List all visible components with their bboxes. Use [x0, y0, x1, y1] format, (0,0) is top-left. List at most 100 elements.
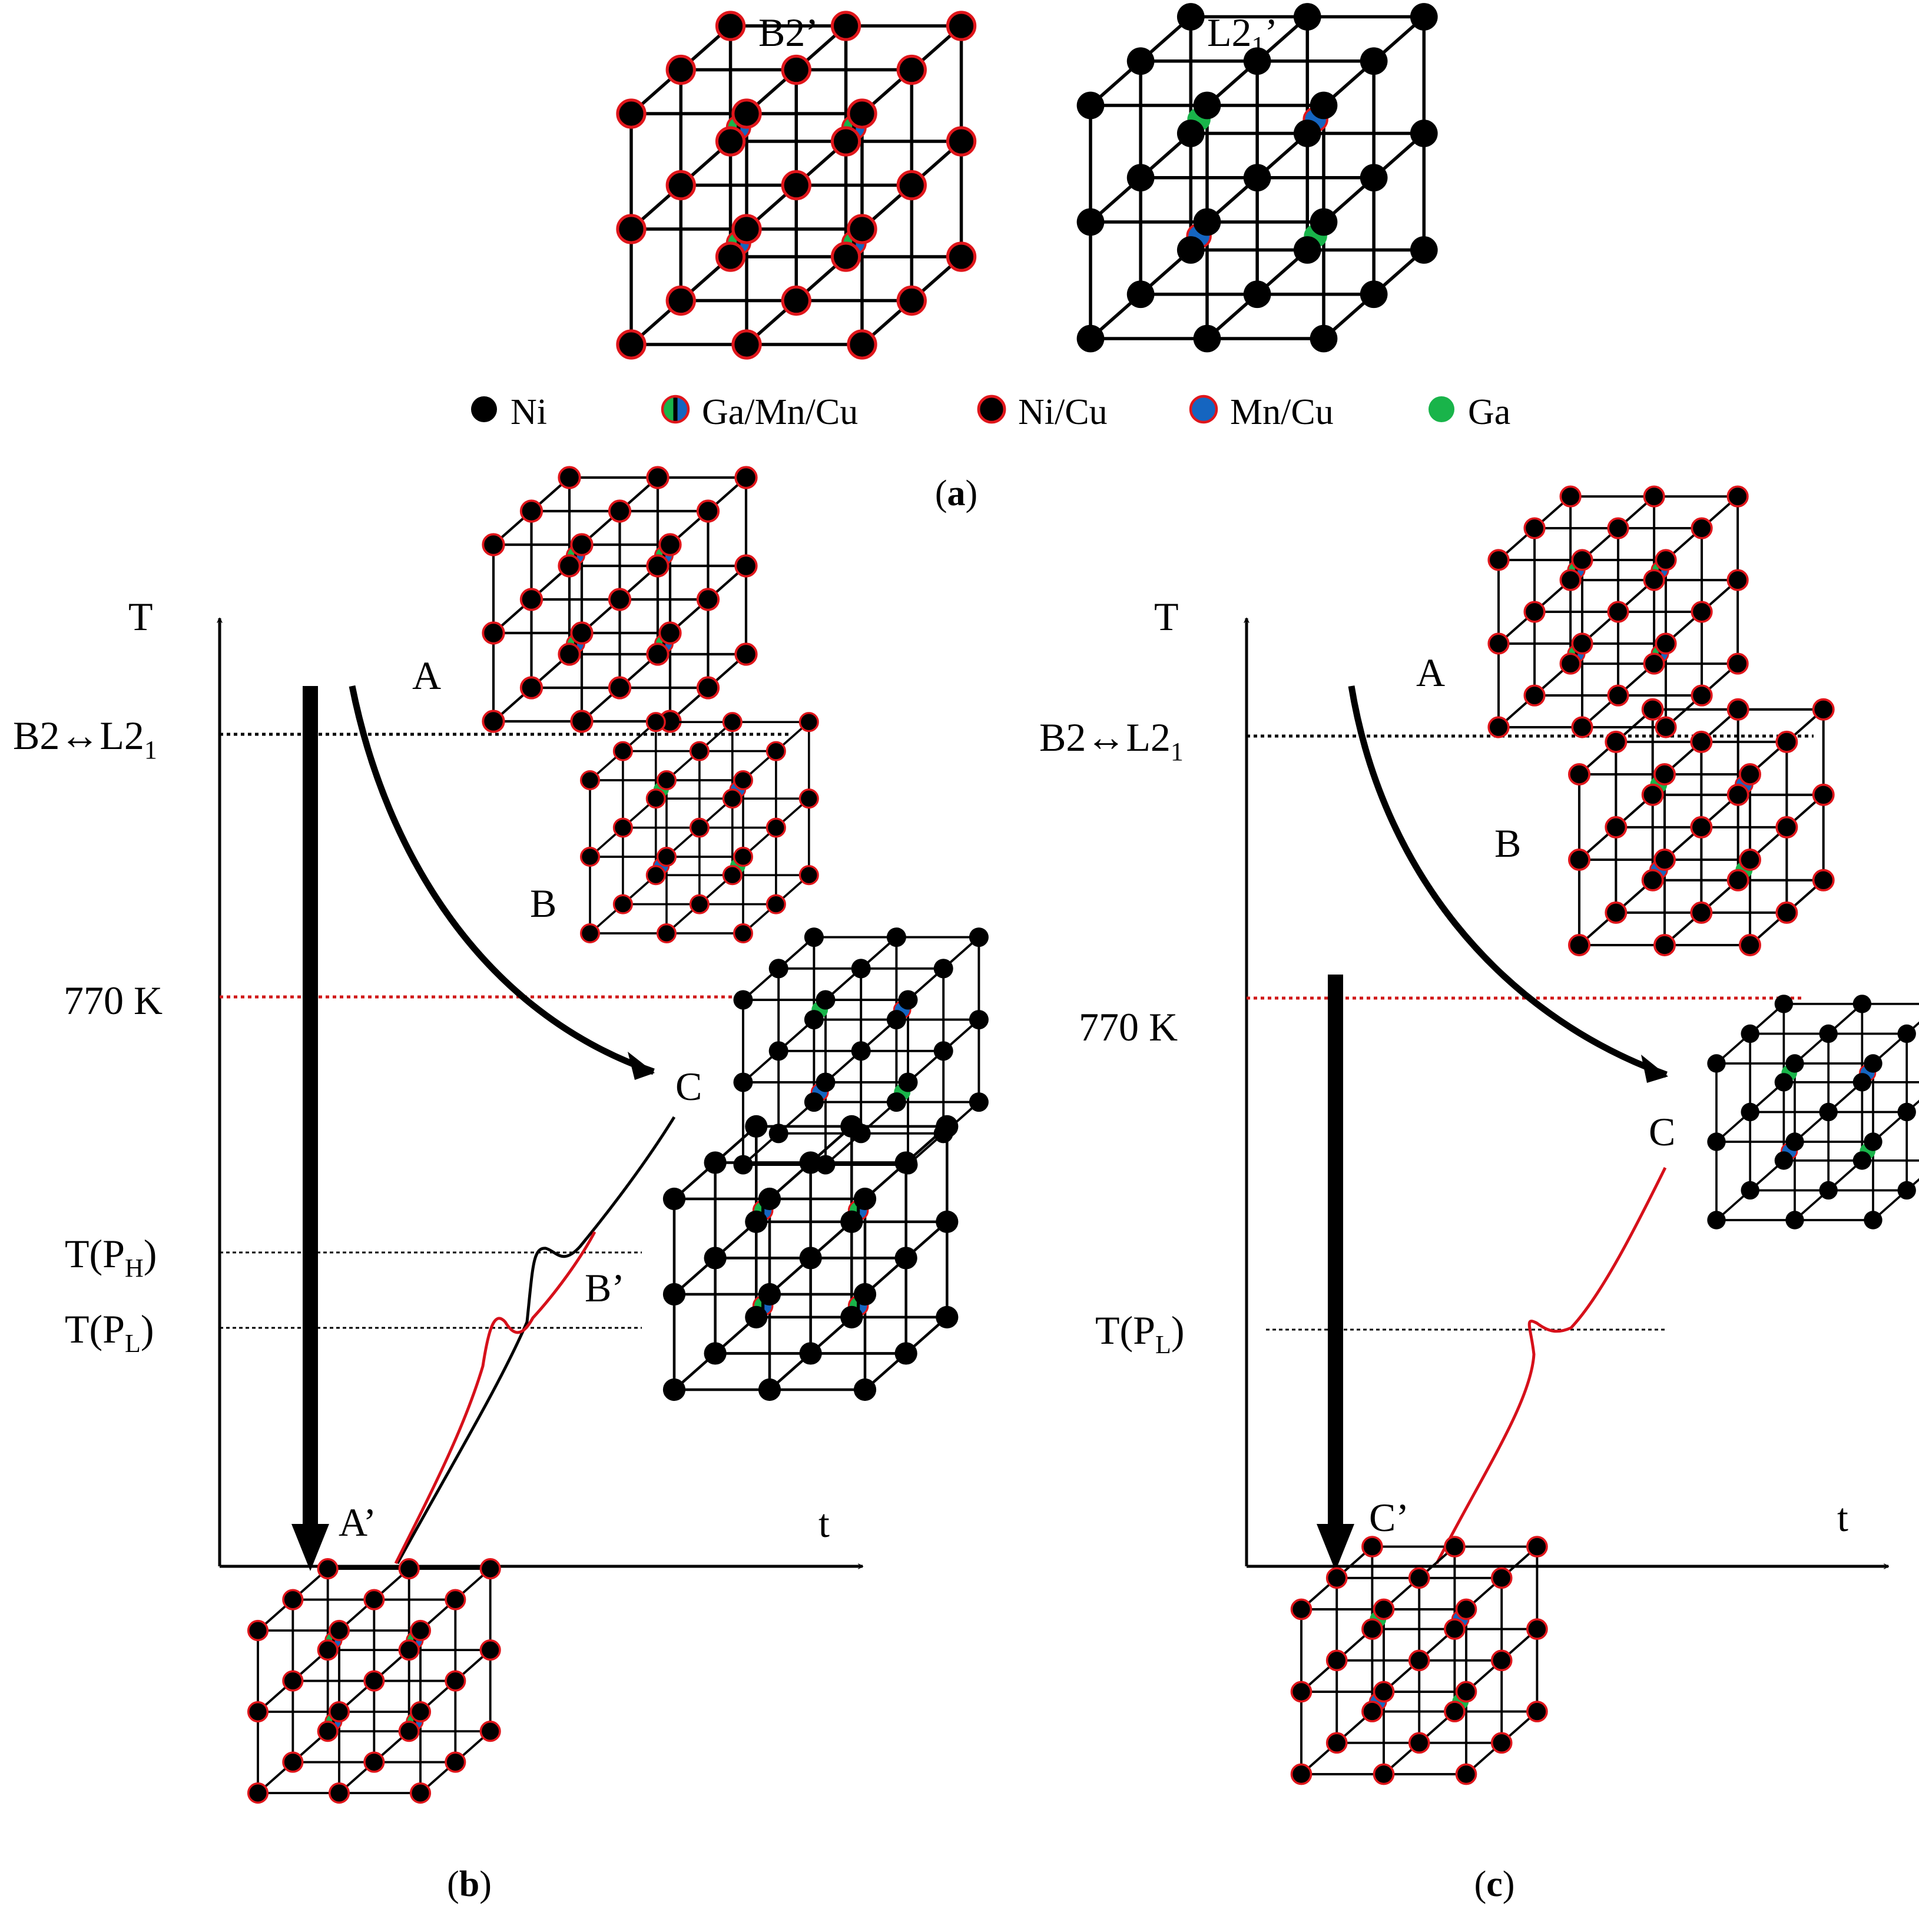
- ni-atom: [1176, 236, 1205, 264]
- nicu-atom: [696, 588, 720, 611]
- nicu-atom: [658, 533, 682, 556]
- nicu-atom: [731, 98, 762, 129]
- nicu-atom: [646, 642, 670, 666]
- nicu-atom: [479, 1558, 501, 1580]
- point-c-label: C: [675, 1064, 702, 1109]
- nicu-atom: [1290, 1763, 1313, 1785]
- nicu-atom: [645, 865, 666, 886]
- slow-cooling-arrow-head: [1641, 1055, 1668, 1083]
- nicu-atom: [830, 126, 861, 157]
- ni-atom: [1819, 1024, 1838, 1043]
- ni-atom: [1126, 47, 1155, 75]
- ni-atom: [1176, 3, 1205, 31]
- nicu-atom: [656, 770, 677, 791]
- nicu-atom: [1526, 1536, 1548, 1557]
- nicu-atom: [715, 241, 746, 272]
- nicu-atom: [1559, 569, 1582, 591]
- ni-atom: [1193, 324, 1221, 353]
- ni-atom: [758, 1283, 781, 1306]
- ni-atom: [1785, 1132, 1804, 1151]
- nicu-atom: [798, 712, 819, 733]
- nicu-atom: [1568, 934, 1590, 956]
- nicu-atom: [765, 817, 786, 838]
- ni-atom: [816, 990, 836, 1010]
- b2-prime-unit-cell: [616, 11, 977, 360]
- nicu-atom: [896, 170, 927, 201]
- nicu-atom: [1641, 783, 1664, 806]
- legend-label: Ga: [1468, 392, 1510, 432]
- nicu-atom: [616, 98, 647, 129]
- nicu-atom: [689, 817, 710, 838]
- nicu-atom: [558, 466, 581, 489]
- point-a-label: A: [1416, 650, 1445, 695]
- nicu-atom: [445, 1751, 466, 1773]
- heating-curve-red: [1435, 1167, 1667, 1565]
- ni-atom: [1293, 120, 1321, 147]
- ni-atom: [1076, 324, 1105, 353]
- nicu-atom: [946, 11, 977, 41]
- nicu-atom: [616, 214, 647, 244]
- ni-atom: [1293, 236, 1321, 264]
- ni-atom: [898, 990, 918, 1010]
- nicu-atom: [1643, 485, 1665, 508]
- ni-atom: [1707, 1211, 1726, 1230]
- nicu-atom: [946, 241, 977, 272]
- nicu-atom: [1690, 816, 1713, 839]
- nicu-atom: [479, 1639, 501, 1661]
- ni-atom: [799, 1247, 822, 1270]
- nicu-atom: [482, 621, 505, 645]
- ni-atom: [933, 1041, 953, 1061]
- nicu-atom: [579, 770, 601, 791]
- ni-atom: [1897, 1181, 1916, 1200]
- ni-atom: [1126, 164, 1155, 192]
- nicu-atom: [1408, 1732, 1430, 1754]
- nicu-atom: [781, 170, 811, 201]
- ni-atom: [969, 1092, 989, 1112]
- legend-item-gamncu: Ga/Mn/Cu: [661, 392, 858, 432]
- nicu-atom: [847, 329, 877, 360]
- ni-atom: [1176, 120, 1205, 147]
- legend-label: Ga/Mn/Cu: [702, 392, 858, 432]
- nicu-atom: [1739, 849, 1761, 871]
- nicu-atom: [1487, 716, 1510, 738]
- nicu-atom: [570, 710, 594, 733]
- cell-c-l21-ordered: [1707, 995, 1919, 1230]
- nicu-atom: [1653, 934, 1676, 956]
- ni-atom: [853, 1378, 877, 1401]
- nicu-atom: [1455, 1598, 1477, 1621]
- nicu-atom: [1571, 632, 1593, 655]
- nicu-atom: [1691, 517, 1713, 539]
- ni-atom: [1785, 1211, 1804, 1230]
- nicu-atom: [558, 642, 581, 666]
- nicu-atom: [579, 923, 601, 944]
- slow-cooling-curve: [1348, 685, 1668, 1078]
- ni-atom: [936, 1115, 959, 1138]
- nicu-atom: [482, 710, 505, 733]
- nicu-atom: [1526, 1618, 1548, 1640]
- ni-atom: [894, 1247, 917, 1270]
- ni-atom: [704, 1342, 727, 1365]
- ni-atom: [1410, 236, 1438, 264]
- nicu-atom: [734, 554, 758, 578]
- cell-b-l21-ordered: [579, 712, 819, 944]
- nicu-atom: [733, 770, 754, 791]
- l21-prime-unit-cell: [1076, 3, 1438, 353]
- nicu-atom: [1490, 1567, 1513, 1589]
- nicu-atom: [1641, 698, 1664, 721]
- cell-c-prime: [1290, 1536, 1548, 1785]
- nicu-atom: [282, 1751, 304, 1773]
- point-b-prime-label: B’: [585, 1265, 625, 1310]
- caption-c: (c): [1474, 1864, 1515, 1904]
- ni-atom: [1076, 208, 1105, 236]
- nicu-atom: [282, 1589, 304, 1610]
- nicu-atom: [1655, 632, 1677, 655]
- ni-atom: [894, 1151, 917, 1174]
- axis-label-t-lower: t: [1837, 1495, 1848, 1540]
- nicu-atom: [558, 554, 581, 578]
- nicu-atom: [328, 1619, 350, 1642]
- nicu-atom: [696, 499, 720, 523]
- caption-b: (b): [447, 1864, 492, 1904]
- ni-atom: [1774, 995, 1794, 1013]
- nicu-atom: [1290, 1681, 1313, 1703]
- gamncu-atom: [661, 395, 690, 424]
